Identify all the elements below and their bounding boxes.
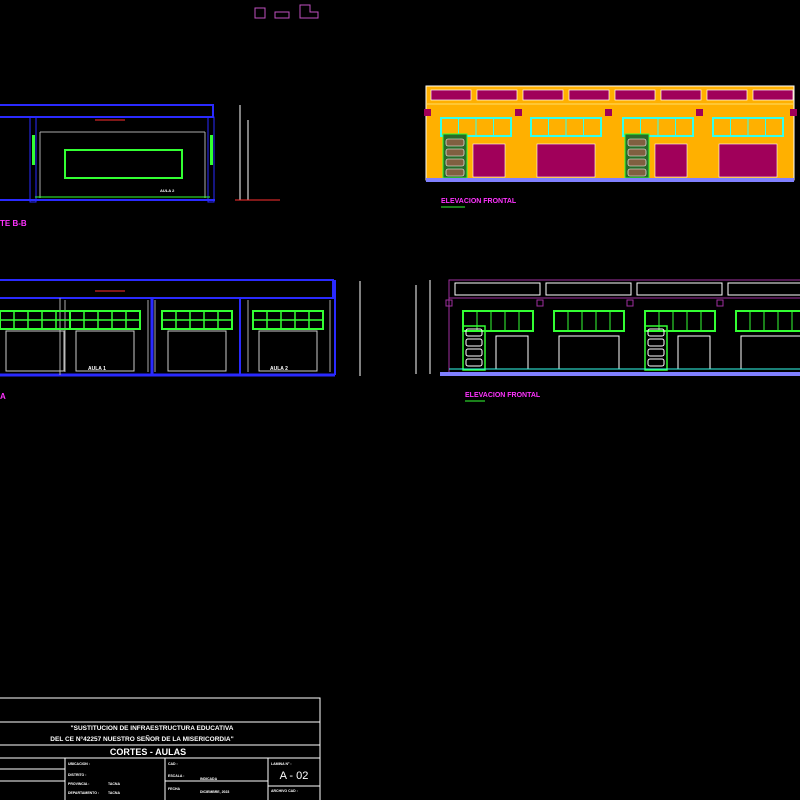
frieze-panel xyxy=(727,282,800,296)
column-cap xyxy=(605,109,612,116)
departamento-value: TACNA xyxy=(108,791,120,795)
door-panel xyxy=(465,348,483,357)
opening xyxy=(677,335,711,370)
frieze-panel xyxy=(476,89,518,101)
opening xyxy=(558,335,620,370)
section-bb: AULA 2 TE B-B xyxy=(0,104,280,228)
door-panel xyxy=(647,338,665,347)
elevation-lines-title: ELEVACION FRONTAL xyxy=(465,392,541,399)
wall-panel xyxy=(718,143,778,178)
project-line-1: "SUSTITUCION DE INFRAESTRUCTURA EDUCATIV… xyxy=(71,725,234,732)
lamina-value: A - 02 xyxy=(280,770,309,782)
elevation-colored-title: ELEVACION FRONTAL xyxy=(441,198,517,205)
door-panel xyxy=(445,158,465,167)
room-label-aula-1: AULA 1 xyxy=(88,366,106,372)
column-cap xyxy=(424,109,431,116)
fecha-label: FECHA xyxy=(168,787,181,791)
cad-label: CAD : xyxy=(168,762,178,766)
archivo-label: ARCHIVO CAD : xyxy=(271,789,298,793)
frieze-panel xyxy=(636,282,723,296)
door-panel xyxy=(627,148,647,157)
detail-thumbnails xyxy=(254,4,319,19)
column-cap xyxy=(716,299,724,307)
frieze-panel xyxy=(454,282,541,296)
ubicacion-label: UBICACION : xyxy=(68,762,90,766)
lamina-label: LAMINA N° : xyxy=(271,762,292,766)
window xyxy=(735,310,800,332)
column-cap xyxy=(445,299,453,307)
door-panel xyxy=(465,338,483,347)
provincia-value: TACNA xyxy=(108,782,120,786)
door-panel xyxy=(445,148,465,157)
opening xyxy=(495,335,529,370)
wall-panel xyxy=(536,143,596,178)
door-panel xyxy=(445,168,465,177)
elevation-lines: ELEVACION FRONTAL xyxy=(415,279,800,402)
section-bb-title: TE B-B xyxy=(0,219,27,228)
column-cap xyxy=(536,299,544,307)
opening xyxy=(740,335,800,370)
room-label-aula-2: AULA 2 xyxy=(270,366,288,372)
door-frame xyxy=(462,325,486,371)
provincia-label: PROVINCIA : xyxy=(68,782,89,786)
column-cap xyxy=(696,109,703,116)
frieze-panel xyxy=(545,282,632,296)
window xyxy=(462,310,534,332)
door-panel xyxy=(445,138,465,147)
fecha-value: DICIEMBRE, 2023 xyxy=(200,790,229,794)
door-panel xyxy=(465,328,483,337)
door-panel xyxy=(647,328,665,337)
frieze-panel xyxy=(568,89,610,101)
escala-label: ESCALA : xyxy=(168,774,184,778)
door-frame xyxy=(644,325,668,371)
sheet-title: CORTES - AULAS xyxy=(110,747,186,757)
wall-panel xyxy=(472,143,506,178)
section-opening xyxy=(258,330,318,372)
frieze-panel xyxy=(614,89,656,101)
door-panel xyxy=(647,348,665,357)
door-panel xyxy=(627,158,647,167)
column-cap xyxy=(790,109,797,116)
window xyxy=(553,310,625,332)
column-cap xyxy=(515,109,522,116)
window xyxy=(644,310,716,332)
frieze-panel xyxy=(430,89,472,101)
elevation-colored: ELEVACION FRONTAL xyxy=(424,85,797,208)
section-opening xyxy=(5,330,65,372)
frieze-panel xyxy=(522,89,564,101)
title-block: "SUSTITUCION DE INFRAESTRUCTURA EDUCATIV… xyxy=(0,697,321,800)
door-panel xyxy=(465,358,483,367)
frieze-panel xyxy=(660,89,702,101)
section-opening xyxy=(167,330,227,372)
distrito-label: DISTRITO : xyxy=(68,773,86,777)
door-panel xyxy=(627,168,647,177)
section-aa: AULA 1 AULA 2 A xyxy=(0,279,361,401)
section-opening xyxy=(75,330,135,372)
column-cap xyxy=(626,299,634,307)
frieze-panel xyxy=(752,89,794,101)
door-panel xyxy=(627,138,647,147)
door-panel xyxy=(647,358,665,367)
project-line-2: DEL CE N°42257 NUESTRO SEÑOR DE LA MISER… xyxy=(50,734,233,743)
escala-value: INDICADA xyxy=(200,777,218,781)
room-label: AULA 2 xyxy=(160,188,175,193)
wall-panel xyxy=(654,143,688,178)
frieze-panel xyxy=(706,89,748,101)
departamento-label: DEPARTAMENTO : xyxy=(68,791,99,795)
section-aa-title: A xyxy=(0,392,6,401)
